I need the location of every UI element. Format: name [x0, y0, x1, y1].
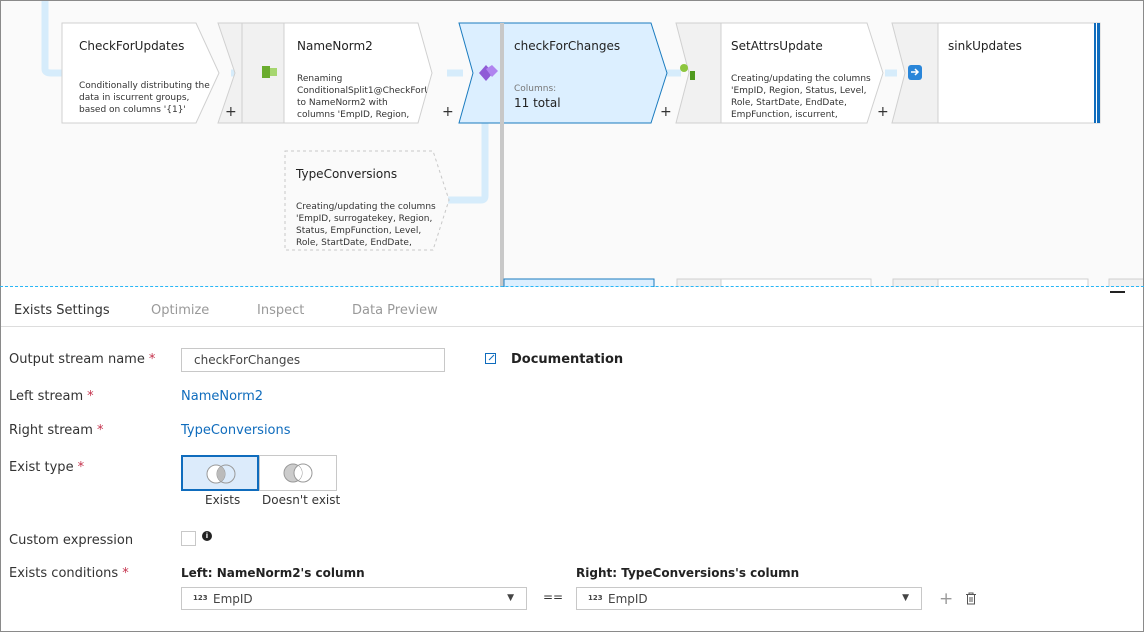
panel-resize-handle[interactable] — [0, 286, 1144, 287]
node-typeconversions-shape — [284, 150, 450, 251]
custom-expression-checkbox[interactable] — [181, 531, 196, 546]
divider — [1, 326, 1143, 327]
custom-expression-label: Custom expression — [9, 533, 134, 548]
exists-option-label: Exists — [205, 493, 241, 507]
left-stream-link[interactable]: NameNorm2 — [181, 389, 264, 404]
left-column-header: Left: NameNorm2's column — [181, 566, 365, 580]
chevron-down-icon: ▼ — [507, 593, 514, 603]
exist-type-label: Exist type* — [9, 460, 85, 475]
columns-label: Columns: — [514, 84, 557, 94]
tab-optimize[interactable]: Optimize — [151, 303, 210, 318]
node-title: TypeConversions — [296, 167, 398, 181]
tab-exists-settings[interactable]: Exists Settings — [14, 303, 110, 318]
connector-line — [448, 123, 489, 204]
node-description: Renaming ConditionalSplit1@CheckForUpdat… — [297, 74, 427, 120]
doesnt-exist-option-label: Doesn't exist — [262, 493, 341, 507]
right-column-select[interactable]: 123 EmpID ▼ — [576, 587, 922, 610]
number-type-icon: 123 — [588, 594, 603, 602]
tab-data-preview[interactable]: Data Preview — [352, 303, 438, 318]
node-title: SetAttrsUpdate — [731, 39, 823, 53]
venn-difference-icon — [283, 463, 313, 483]
exists-option-button[interactable] — [181, 455, 259, 491]
number-type-icon: 123 — [193, 594, 208, 602]
data-flow-canvas[interactable]: CheckForUpdates Conditionally distributi… — [1, 1, 1143, 287]
left-column-select[interactable]: 123 EmpID ▼ — [181, 587, 527, 610]
canvas-graphics — [41, 1, 1143, 287]
minimize-icon[interactable] — [1110, 291, 1125, 293]
node-sinkupdates-shape — [937, 22, 1101, 124]
node-description: Conditionally distributing the data in i… — [79, 81, 210, 115]
chevron-down-icon: ▼ — [902, 593, 909, 603]
external-link-icon[interactable] — [485, 353, 496, 364]
node-title: NameNorm2 — [297, 39, 373, 53]
add-transform-button[interactable]: + — [877, 104, 889, 120]
right-stream-label: Right stream* — [9, 423, 104, 438]
info-icon[interactable]: i — [202, 531, 212, 541]
node-checkforupdates-shape — [61, 22, 220, 124]
venn-intersection-icon — [206, 464, 236, 484]
output-stream-name-input[interactable] — [181, 348, 445, 372]
node-title: checkForChanges — [514, 39, 621, 53]
columns-count: 11 total — [514, 96, 561, 110]
exists-conditions-label: Exists conditions* — [9, 566, 129, 581]
doesnt-exist-option-button[interactable] — [259, 455, 337, 491]
add-transform-button[interactable]: + — [442, 104, 454, 120]
delete-icon[interactable] — [965, 592, 977, 605]
tab-inspect[interactable]: Inspect — [257, 303, 305, 318]
node-setattrsupdate-shape — [720, 22, 884, 124]
add-transform-button[interactable]: + — [225, 104, 237, 120]
left-stream-label: Left stream* — [9, 389, 94, 404]
node-title: CheckForUpdates — [79, 39, 185, 53]
connector-line — [41, 1, 63, 77]
node-checkforchanges-shape — [458, 22, 668, 124]
equals-operator: == — [543, 590, 564, 604]
node-description: Creating/updating the columns 'EmpID, Re… — [731, 74, 871, 120]
add-condition-icon[interactable]: + — [939, 589, 954, 609]
documentation-link[interactable]: Documentation — [511, 352, 624, 367]
right-column-header: Right: TypeConversions's column — [576, 566, 800, 580]
node-title: sinkUpdates — [948, 39, 1022, 53]
add-transform-button[interactable]: + — [660, 104, 672, 120]
output-stream-label: Output stream name* — [9, 352, 156, 367]
node-description: Creating/updating the columns 'EmpID, su… — [296, 202, 436, 248]
right-stream-link[interactable]: TypeConversions — [181, 423, 291, 438]
